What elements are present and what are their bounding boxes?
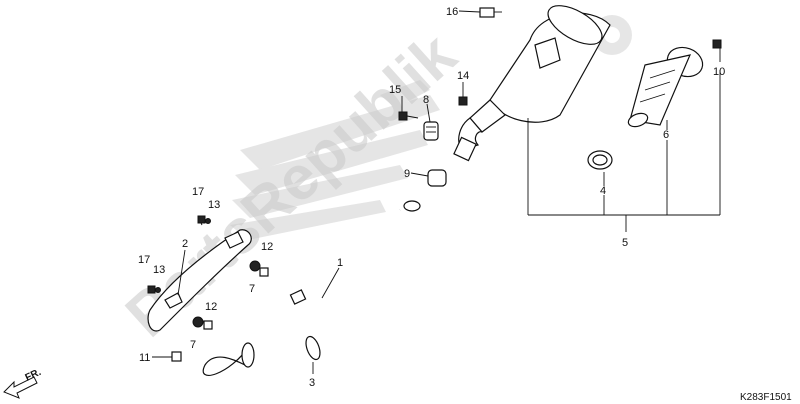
front-direction-arrow: FR. xyxy=(3,367,43,399)
grommet-7-upper xyxy=(249,260,261,272)
spark-arrester-6 xyxy=(627,46,704,128)
direction-label: FR. xyxy=(24,367,43,384)
callout-7-upper: 7 xyxy=(249,283,255,295)
callout-5: 5 xyxy=(622,237,628,249)
collar-12-lower xyxy=(203,320,213,330)
exhaust-pipe-1 xyxy=(202,199,424,376)
bolt-17-upper xyxy=(197,215,206,224)
gasket-8 xyxy=(423,121,439,141)
callout-12-upper: 12 xyxy=(261,241,273,253)
ring-gasket-4 xyxy=(587,150,613,170)
muffler xyxy=(453,5,611,162)
callout-13-upper: 13 xyxy=(208,199,220,211)
bolt-15 xyxy=(398,111,419,121)
callout-3: 3 xyxy=(309,377,315,389)
callout-12-lower: 12 xyxy=(205,301,217,313)
washer-13-upper xyxy=(205,218,211,224)
callout-9: 9 xyxy=(404,168,410,180)
assembly-bracket-5 xyxy=(527,70,721,232)
callout-labels: 1 2 3 4 5 6 7 7 8 9 10 11 12 12 13 13 14… xyxy=(138,6,725,389)
callout-17-lower: 17 xyxy=(138,254,150,266)
callout-4: 4 xyxy=(600,185,606,197)
callout-7-lower: 7 xyxy=(190,339,196,351)
callout-8: 8 xyxy=(423,94,429,106)
grommet-7-lower xyxy=(192,316,204,328)
washer-13-lower xyxy=(155,287,161,293)
bolt-11 xyxy=(171,351,182,362)
bolt-16 xyxy=(479,7,502,18)
callout-13-lower: 13 xyxy=(153,264,165,276)
leader-lines xyxy=(152,10,721,374)
callout-11: 11 xyxy=(139,352,150,364)
callout-1: 1 xyxy=(337,257,343,269)
bolt-17-lower xyxy=(147,285,156,294)
diagram-code: K283F1501 xyxy=(740,392,792,403)
gasket-3 xyxy=(305,335,321,361)
callout-2: 2 xyxy=(182,238,188,250)
collar-9 xyxy=(427,169,447,187)
callout-16: 16 xyxy=(446,6,458,18)
callout-14: 14 xyxy=(457,70,469,82)
bolt-14 xyxy=(458,96,468,106)
callout-15: 15 xyxy=(389,84,401,96)
callout-10: 10 xyxy=(713,66,725,78)
brand-wing-logo xyxy=(230,80,440,240)
callout-17-upper: 17 xyxy=(192,186,204,198)
collar-12-upper xyxy=(259,267,269,277)
bolt-10 xyxy=(712,39,722,49)
callout-6: 6 xyxy=(663,129,669,141)
heat-shield-2 xyxy=(147,229,252,332)
